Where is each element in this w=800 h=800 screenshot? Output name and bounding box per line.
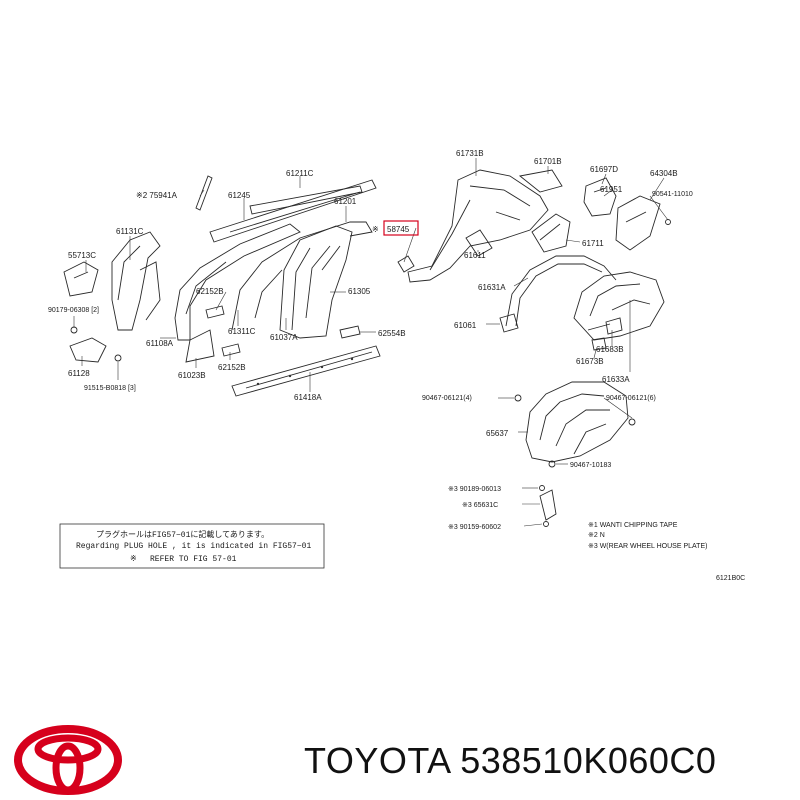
label-62152b-upper: 62152B [196,287,224,296]
label-90467-4: 90467-06121(4) [422,395,472,402]
note-reference: REFER TO FIG 57-01 [150,555,237,564]
label-61418a: 61418A [294,393,322,402]
label-61701b: 61701B [534,157,562,166]
label-61245: 61245 [228,191,251,200]
leader-lines [73,158,669,527]
label-90541: 90541-11010 [652,191,693,198]
label-61633a: 61633A [602,375,630,384]
plug-hole-note: プラグホールはFIG57−01に記載してあります。 Regarding PLUG… [59,523,325,569]
callout-labels: 61211C ※2 75941A 61245 61201 ※ 58745 611… [48,149,693,531]
label-61201: 61201 [334,197,357,206]
label-75941a: ※2 75941A [136,191,178,200]
right-quarter-assembly [397,169,671,527]
label-61697d: 61697D [590,165,618,174]
label-90179: 90179-06308 [2] [48,307,99,314]
figure-code: 6121B0C [716,575,745,582]
label-61951: 61951 [600,185,623,194]
legend-2: ※2 N [588,532,605,539]
label-62554b: 62554B [378,329,406,338]
label-90467-6: 90467-06121(6) [606,395,656,402]
label-61131c: 61131C [116,227,144,236]
label-65637: 65637 [486,429,509,438]
label-61711: 61711 [582,239,604,248]
label-90159: ※3 90159-60602 [448,524,501,531]
footnote-legend: ※1 WANTI CHIPPING TAPE ※2 N ※3 W(REAR WH… [588,522,707,550]
label-64304b: 64304B [650,169,678,178]
label-61731b: 61731B [456,149,484,158]
label-65631c: ※3 65631C [462,502,498,509]
label-61305: 61305 [348,287,371,296]
label-61061: 61061 [454,321,477,330]
label-61211c: 61211C [286,169,314,178]
label-90189: ※3 90189-06013 [448,486,501,493]
toyota-logo [14,725,122,795]
label-61631a: 61631A [478,283,506,292]
label-61611: 61611 [464,251,486,260]
label-61108a: 61108A [146,339,174,348]
legend-3: ※3 W(REAR WHEEL HOUSE PLATE) [588,543,707,550]
label-91515: 91515-B0818 [3] [84,385,136,392]
label-61673b: 61673B [576,357,604,366]
note-japanese: プラグホールはFIG57−01に記載してあります。 [96,529,269,540]
label-62152b-lower: 62152B [218,363,246,372]
label-61023b: 61023B [178,371,206,380]
left-pillar-assembly [63,175,381,397]
label-61683b: 61683B [596,345,624,354]
highlight-box-58745 [383,220,419,236]
legend-1: ※1 WANTI CHIPPING TAPE [588,522,678,529]
label-55713c: 55713C [68,251,96,260]
note-english: Regarding PLUG HOLE , it is indicated in… [76,542,311,551]
label-61128: 61128 [68,369,90,378]
label-58745-star: ※ [372,225,379,234]
label-61311c: 61311C [228,327,256,336]
note-star: ※ [130,555,137,564]
part-caption: TOYOTA 538510K060C0 [304,740,717,781]
label-58745: 58745 [387,225,410,234]
label-90467-10183: 90467-10183 [570,462,611,469]
label-61037a: 61037A [270,333,298,342]
